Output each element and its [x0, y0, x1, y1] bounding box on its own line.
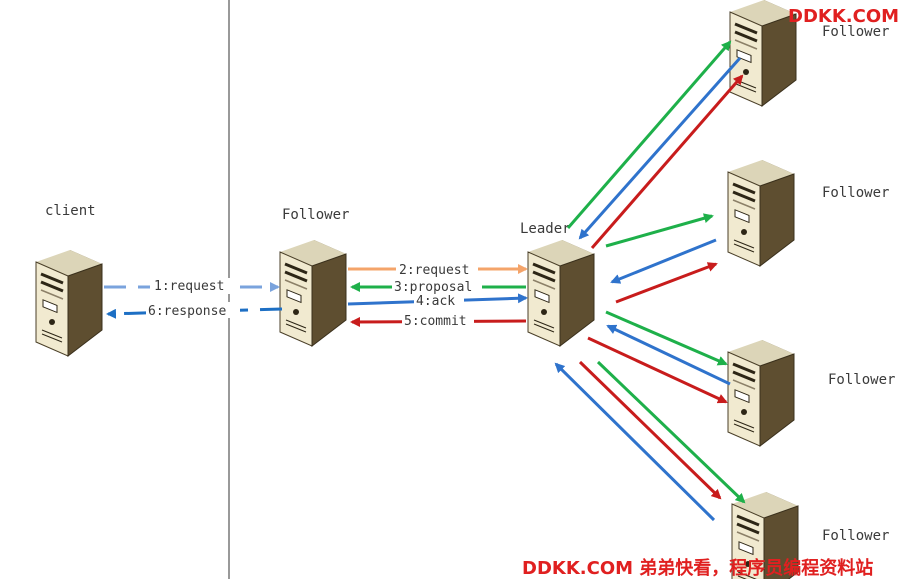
proposal-arrow-to-follower-1: [566, 40, 732, 229]
follower-4-label: Follower: [822, 528, 889, 544]
client-server-icon: [34, 248, 104, 358]
message-6-response-label: 6:response: [148, 304, 226, 319]
follower-1-server-icon: [728, 0, 798, 108]
proposal-arrow-to-follower-2: [605, 213, 714, 248]
message-1-request-label: 1:request: [154, 279, 224, 294]
ack-arrow-from-follower-4: [554, 362, 716, 522]
follower-2-server-icon: [726, 158, 796, 268]
watermark-bottom: DDKK.COM 弟弟快看，程序员编程资料站: [522, 557, 873, 579]
leader-label: Leader: [520, 221, 571, 237]
message-5-commit-label: 5:commit: [404, 314, 467, 329]
leader-server-icon: [526, 238, 596, 348]
commit-arrow-to-follower-4: [578, 360, 722, 500]
proposal-arrow-to-follower-3: [605, 310, 728, 366]
follower-2-label: Follower: [822, 185, 889, 201]
follower-main-label: Follower: [282, 207, 349, 223]
message-4-ack-label: 4:ack: [416, 294, 455, 309]
follower-main-server-icon: [278, 238, 348, 348]
watermark-top: DDKK.COM: [788, 6, 899, 27]
ack-arrow-from-follower-1: [578, 57, 742, 240]
proposal-arrow-to-follower-4: [596, 360, 746, 504]
ack-arrow-from-follower-2: [610, 238, 717, 284]
follower-1-label: Follower: [822, 24, 889, 40]
message-2-request-label: 2:request: [399, 263, 469, 278]
follower-3-label: Follower: [828, 372, 895, 388]
ack-arrow-from-follower-3: [606, 324, 731, 386]
commit-arrow-to-follower-1: [590, 74, 744, 249]
commit-arrow-to-follower-2: [615, 262, 718, 304]
follower-3-server-icon: [726, 338, 796, 448]
client-label: client: [45, 203, 96, 219]
commit-arrow-to-follower-3: [587, 336, 728, 404]
message-3-proposal-label: 3:proposal: [394, 280, 472, 295]
